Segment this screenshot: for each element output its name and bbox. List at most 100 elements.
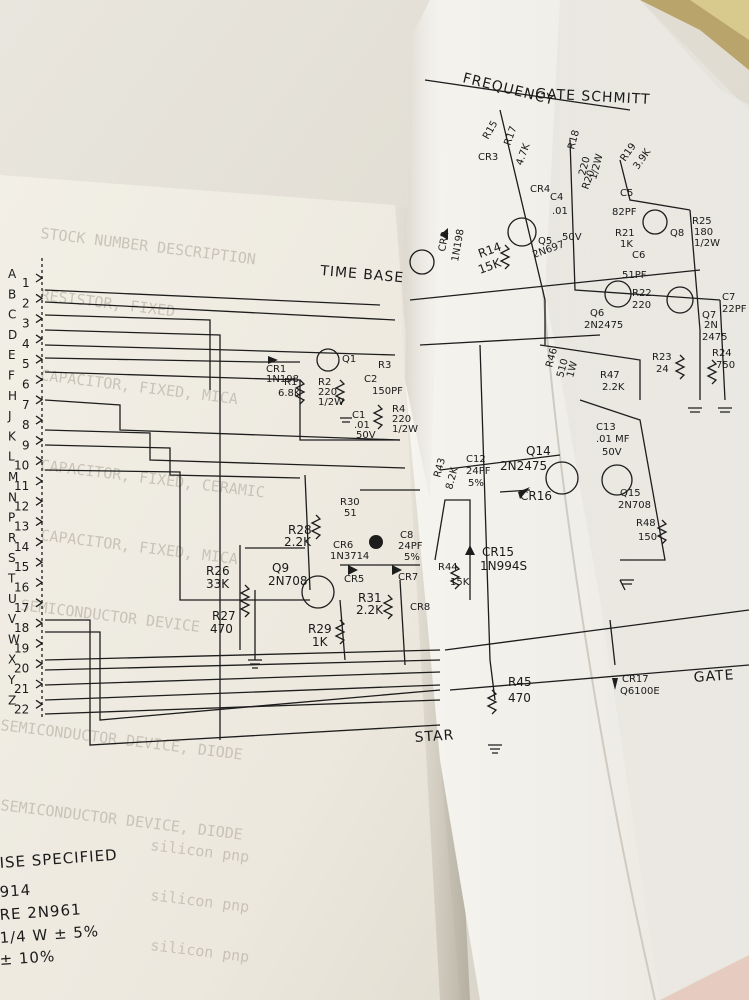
pin-letter: R <box>8 531 16 545</box>
r48-resistor <box>656 519 668 545</box>
r47-label: R47 <box>600 370 620 381</box>
pin-letter: M <box>8 470 18 484</box>
r1-label: R1 <box>284 377 297 388</box>
r48-value: 150 <box>638 532 657 543</box>
c2-value: 150PF <box>372 386 403 397</box>
r23-label: R23 <box>652 352 672 363</box>
q15-label: Q15 <box>620 488 641 499</box>
pin-letter: V <box>8 612 17 626</box>
r29-value: 1K <box>312 635 329 649</box>
r4-label: R4 <box>392 404 405 415</box>
right-wires <box>409 79 749 701</box>
r25-label: R25 <box>692 216 712 227</box>
pin-number: 3 <box>22 317 30 331</box>
pin-number: 5 <box>22 357 30 371</box>
pin-letter: P <box>8 511 15 525</box>
c6-value: 51PF <box>622 270 647 281</box>
r25-wattage: 1/2W <box>694 238 720 249</box>
r27-value: 470 <box>210 622 233 636</box>
r44-resistor <box>449 564 461 590</box>
c2-label: C2 <box>364 374 377 385</box>
r24-label: R24 <box>712 348 732 359</box>
pin-arrow <box>35 334 44 344</box>
c6-label: C6 <box>632 250 645 261</box>
note-line-5: ± 10% <box>0 947 56 969</box>
ground-symbol-r23 <box>688 407 702 413</box>
pin-number: 13 <box>14 520 29 534</box>
pin-number: 16 <box>14 581 29 595</box>
r24-resistor <box>706 359 718 385</box>
r4-value: 220 <box>392 414 411 425</box>
r29-label: R29 <box>308 622 332 636</box>
c13-value: .01 MF <box>596 434 630 445</box>
r24-value: 750 <box>716 360 735 371</box>
r2-label: R2 <box>318 377 331 388</box>
cr5-diode <box>348 565 358 575</box>
r26-label: R26 <box>206 564 230 578</box>
pin-number: 10 <box>14 459 29 473</box>
pin-number: 2 <box>22 296 30 310</box>
q8-label: Q8 <box>670 228 684 239</box>
cr6-label: CR6 <box>333 540 353 551</box>
c8-value: 24PF <box>398 541 423 552</box>
ground-symbol-q15 <box>620 579 634 585</box>
r2-value: 220 <box>318 387 337 398</box>
pin-number: 9 <box>22 438 30 452</box>
q5-transistor <box>507 217 537 247</box>
c8-label: C8 <box>400 530 413 541</box>
pin-number: 6 <box>22 378 30 392</box>
note-line-3: RE 2N961 <box>0 900 82 924</box>
c1-voltage: 50V <box>356 430 376 441</box>
q9-label: Q9 <box>272 561 289 575</box>
pin-arrow <box>35 374 44 385</box>
star-label: STAR <box>414 727 455 746</box>
c13-voltage: 50V <box>602 447 622 458</box>
pin-letter: Y <box>7 673 16 687</box>
r4-wattage: 1/2W <box>392 424 418 435</box>
pin-number: 7 <box>22 398 30 412</box>
pin-letter: C <box>8 308 16 322</box>
cr1-value: 1N198 <box>266 374 299 385</box>
r28-label: R28 <box>288 523 312 537</box>
pin-letter: X <box>8 653 16 667</box>
r30-label: R30 <box>340 497 360 508</box>
r44-label: R44 <box>438 562 458 573</box>
pin-arrow <box>35 476 44 486</box>
c13-label: C13 <box>596 422 616 433</box>
c7-label: C7 <box>722 292 735 303</box>
pin-number: 11 <box>14 479 29 493</box>
pin-letter: Z <box>8 693 16 707</box>
cr5-label: CR5 <box>344 574 364 585</box>
pin-letter: K <box>8 429 17 443</box>
q5-label: Q5 <box>538 236 552 247</box>
r4-resistor <box>372 404 384 430</box>
pin-letter: W <box>8 632 20 646</box>
c4-voltage: 50V <box>562 232 582 243</box>
pin-letter: H <box>8 389 17 403</box>
r29-resistor <box>334 619 346 645</box>
pin-arrow <box>35 659 44 669</box>
q8-transistor <box>642 209 668 235</box>
c12-label: C12 <box>466 454 486 465</box>
pin-number: 21 <box>14 682 29 696</box>
q6-transistor <box>604 280 632 308</box>
cr4-label: CR4 <box>530 184 550 195</box>
pin-arrow <box>35 557 44 567</box>
r43-label: R43 <box>432 457 448 479</box>
r1-value: 6.8K <box>278 388 301 399</box>
cr15-value: 1N994S <box>480 559 527 573</box>
c4-label: C4 <box>550 192 563 203</box>
left-page <box>0 175 460 1000</box>
pin-number: 22 <box>14 702 29 716</box>
pin-arrow <box>35 395 44 405</box>
r2-resistor <box>334 379 346 405</box>
q6-value: 2N2475 <box>584 320 623 331</box>
c7-value: 22PF <box>722 304 747 315</box>
pin-arrow <box>35 496 44 506</box>
r1-resistor <box>294 379 306 405</box>
cr6-value: 1N3714 <box>330 551 369 562</box>
pin-arrow <box>35 638 44 648</box>
pin-letter: J <box>7 409 12 423</box>
r21-value: 1K <box>620 239 633 250</box>
